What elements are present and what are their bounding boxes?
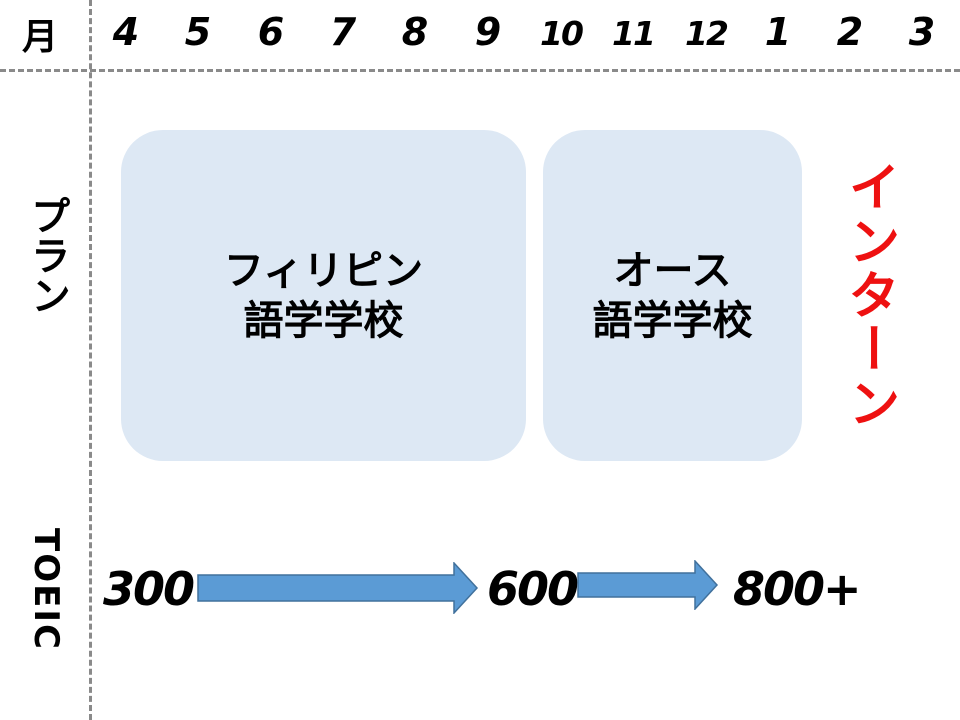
- month-march: 3: [908, 10, 936, 54]
- month-august: 8: [401, 10, 429, 54]
- toeic-score-start: 300: [103, 562, 195, 616]
- month-november: 11: [612, 14, 656, 53]
- month-october: 10: [540, 14, 584, 53]
- philippines-school-line1: フィリピン: [223, 247, 424, 294]
- month-may: 5: [184, 10, 212, 54]
- australia-school-line2: 語学学校: [592, 297, 753, 344]
- label-column-divider: [89, 0, 92, 720]
- month-june: 6: [257, 10, 285, 54]
- toeic-score-mid: 600: [487, 562, 579, 616]
- progress-arrow-1: [197, 562, 479, 614]
- toeic-score-target: 800+: [733, 562, 862, 616]
- month-september: 9: [474, 10, 502, 54]
- month-january: 1: [764, 10, 792, 54]
- australia-school-block: オース 語学学校: [543, 130, 802, 461]
- month-axis-label: 月: [22, 17, 59, 58]
- australia-school-line1: オース: [613, 247, 732, 294]
- internship-label: インターン: [839, 160, 899, 430]
- month-february: 2: [836, 10, 864, 54]
- month-july: 7: [329, 10, 357, 54]
- month-april: 4: [112, 10, 140, 54]
- toeic-row-label: TOEIC: [26, 528, 66, 651]
- month-december: 12: [685, 14, 729, 53]
- philippines-school-line2: 語学学校: [243, 297, 404, 344]
- philippines-school-block: フィリピン 語学学校: [121, 130, 526, 461]
- progress-arrow-2: [577, 560, 719, 610]
- plan-row-label: プラン: [24, 195, 70, 315]
- header-divider: [0, 69, 960, 72]
